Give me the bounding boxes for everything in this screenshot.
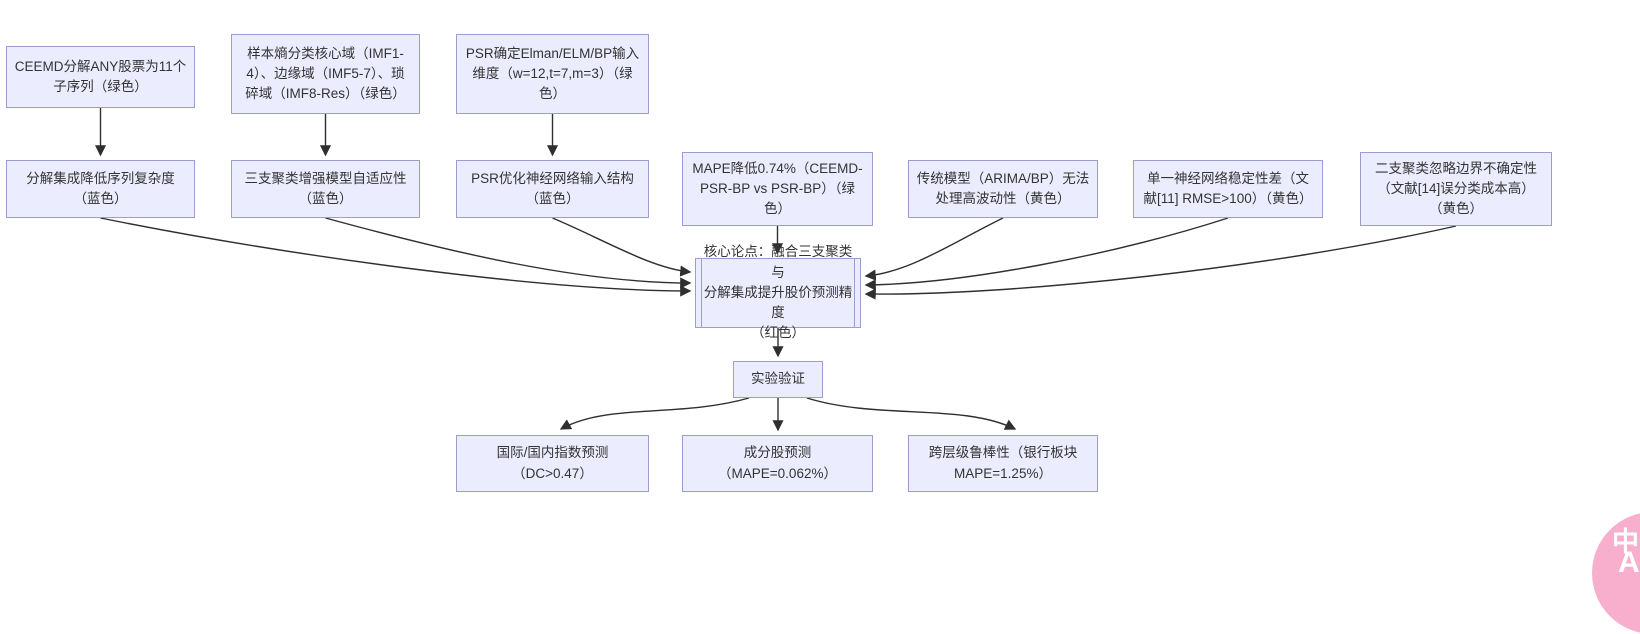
node-label: PSR确定Elman/ELM/BP输入 维度（w=12,t=7,m=3）（绿 色…	[465, 45, 640, 102]
node-core-thesis: 核心论点：融合三支聚类与 分解集成提升股价预测精度 （红色）	[695, 244, 861, 340]
node-experimental-validation: 实验验证	[733, 361, 823, 398]
node-label: 国际/国内指数预测 （DC>0.47）	[496, 445, 609, 481]
edge-experiment-to-index	[559, 397, 750, 430]
node-label: 单一神经网络稳定性差（文 献[11] RMSE>100）（黄色）	[1143, 170, 1313, 206]
edge-decompose-to-core	[100, 217, 692, 297]
node-label: 样本熵分类核心域（IMF1- 4）、边缘域（IMF5-7）、琐 碎域（IMF8-…	[245, 45, 406, 102]
node-label: 跨层级鲁棒性（银行板块 MAPE=1.25%）	[928, 445, 1078, 481]
node-label: 成分股预测 （MAPE=0.062%）	[718, 445, 837, 481]
node-sample-entropy-classification: 样本熵分类核心域（IMF1- 4）、边缘域（IMF5-7）、琐 碎域（IMF8-…	[231, 34, 420, 114]
edge-traditional-to-core	[864, 217, 1004, 281]
edge-threeway-to-core	[325, 217, 692, 289]
node-psr-optimization: PSR优化神经网络输入结构 （蓝色）	[456, 160, 649, 218]
node-label: 分解集成降低序列复杂度 （蓝色）	[26, 170, 175, 206]
badge-char-a: A	[1618, 546, 1640, 579]
node-label: 核心论点：融合三支聚类与 分解集成提升股价预测精度 （红色）	[703, 244, 853, 341]
node-label: MAPE降低0.74%（CEEMD- PSR-BP vs PSR-BP）（绿 色…	[692, 160, 863, 217]
node-index-prediction: 国际/国内指数预测 （DC>0.47）	[456, 435, 649, 492]
node-mape-reduction: MAPE降低0.74%（CEEMD- PSR-BP vs PSR-BP）（绿 色…	[682, 152, 873, 226]
edge-singlenn-to-core	[864, 217, 1229, 291]
node-component-stock-prediction: 成分股预测 （MAPE=0.062%）	[682, 435, 873, 492]
badge-char-zhong: 中	[1612, 527, 1639, 557]
node-cross-level-robustness: 跨层级鲁棒性（银行板块 MAPE=1.25%）	[908, 435, 1098, 492]
node-single-nn-instability: 单一神经网络稳定性差（文 献[11] RMSE>100）（黄色）	[1133, 160, 1323, 218]
node-label: 二支聚类忽略边界不确定性 （文献[14]误分类成本高） （黄色）	[1375, 160, 1537, 217]
edge-psropt-to-core	[552, 217, 692, 277]
node-label: PSR优化神经网络输入结构 （蓝色）	[471, 170, 634, 206]
node-label: 传统模型（ARIMA/BP）无法 处理高波动性（黄色）	[916, 170, 1090, 206]
node-label: CEEMD分解ANY股票为11个 子序列（绿色）	[14, 58, 187, 94]
edge-twoway-to-core	[864, 225, 1457, 300]
node-label: 实验验证	[751, 371, 805, 387]
node-two-way-clustering-limit: 二支聚类忽略边界不确定性 （文献[14]误分类成本高） （黄色）	[1360, 152, 1552, 226]
node-psr-input-dimension: PSR确定Elman/ELM/BP输入 维度（w=12,t=7,m=3）（绿 色…	[456, 34, 649, 114]
translate-widget-badge[interactable]: 中 A	[1592, 512, 1640, 634]
node-three-way-clustering: 三支聚类增强模型自适应性 （蓝色）	[231, 160, 420, 218]
node-traditional-model-limit: 传统模型（ARIMA/BP）无法 处理高波动性（黄色）	[908, 160, 1098, 218]
node-ceemd-decomposition: CEEMD分解ANY股票为11个 子序列（绿色）	[6, 46, 195, 108]
node-label: 三支聚类增强模型自适应性 （蓝色）	[244, 170, 407, 206]
node-decomposition-integration: 分解集成降低序列复杂度 （蓝色）	[6, 160, 195, 218]
edge-experiment-to-crosslevel	[806, 397, 1017, 430]
